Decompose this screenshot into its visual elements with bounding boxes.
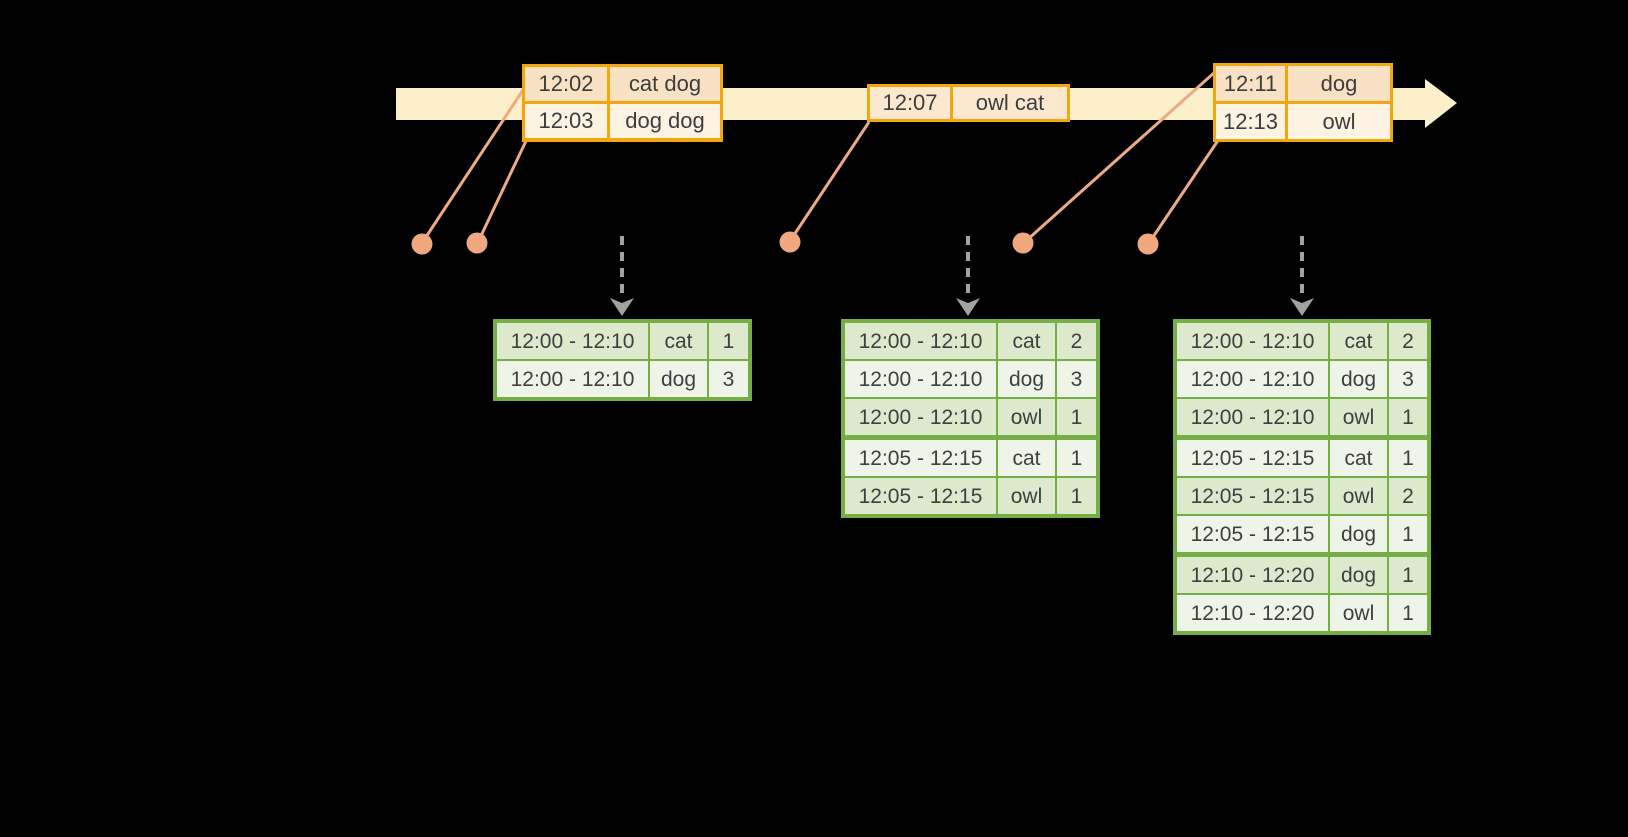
result-row: 12:05 - 12:15 cat 1	[845, 440, 1096, 476]
window-cell: 12:00 - 12:10	[845, 361, 996, 397]
event-words: owl	[1288, 104, 1390, 139]
word-cell: owl	[1330, 399, 1387, 435]
event-words: cat dog	[610, 67, 720, 101]
event-words: dog dog	[610, 104, 720, 138]
count-cell: 2	[1389, 478, 1427, 514]
connector-line-1202	[422, 89, 525, 241]
result-table-3: 12:00 - 12:10 cat 2 12:00 - 12:10 dog 3 …	[1173, 319, 1431, 635]
event-table-1211: 12:11 dog 12:13 owl	[1213, 63, 1393, 142]
window-cell: 12:00 - 12:10	[845, 399, 996, 435]
window-cell: 12:00 - 12:10	[497, 361, 648, 397]
result-table-1: 12:00 - 12:10 cat 1 12:00 - 12:10 dog 3	[493, 319, 752, 401]
count-cell: 2	[1057, 323, 1096, 359]
event-table-1207: 12:07 owl cat	[867, 84, 1070, 122]
count-cell: 3	[1389, 361, 1427, 397]
result-row: 12:10 - 12:20 dog 1	[1177, 557, 1427, 593]
result-row: 12:00 - 12:10 cat 2	[845, 323, 1096, 359]
result-row: 12:05 - 12:15 owl 1	[845, 478, 1096, 514]
result-row: 12:00 - 12:10 dog 3	[1177, 361, 1427, 397]
window-cell: 12:05 - 12:15	[845, 440, 996, 476]
word-cell: cat	[1330, 323, 1387, 359]
result-row: 12:05 - 12:15 cat 1	[1177, 440, 1427, 476]
timeline-arrowhead	[1425, 79, 1457, 128]
result-row: 12:05 - 12:15 dog 1	[1177, 516, 1427, 552]
count-cell: 1	[1057, 399, 1096, 435]
count-cell: 1	[1389, 595, 1427, 631]
connector-lines	[422, 70, 1221, 242]
count-cell: 1	[1057, 440, 1096, 476]
result-row: 12:00 - 12:10 owl 1	[845, 399, 1096, 435]
window-cell: 12:10 - 12:20	[1177, 557, 1328, 593]
result-row: 12:00 - 12:10 owl 1	[1177, 399, 1427, 435]
count-cell: 2	[1389, 323, 1427, 359]
word-cell: cat	[998, 323, 1055, 359]
word-cell: owl	[998, 399, 1055, 435]
window-cell: 12:05 - 12:15	[1177, 440, 1328, 476]
result-row: 12:10 - 12:20 owl 1	[1177, 595, 1427, 631]
event-dots	[411, 231, 1159, 255]
event-time: 12:02	[525, 67, 607, 101]
event-words: dog	[1288, 66, 1390, 101]
trigger-arrow-head-2	[956, 298, 980, 316]
connector-line-1203	[477, 140, 528, 241]
window-cell: 12:05 - 12:15	[845, 478, 996, 514]
trigger-arrow-head-1	[610, 298, 634, 316]
connector-line-1207	[790, 121, 871, 239]
window-cell: 12:00 - 12:10	[845, 323, 996, 359]
connector-line-1213	[1149, 138, 1221, 241]
window-cell: 12:00 - 12:10	[497, 323, 648, 359]
word-cell: dog	[1330, 516, 1387, 552]
result-table-2: 12:00 - 12:10 cat 2 12:00 - 12:10 dog 3 …	[841, 319, 1100, 518]
event-time: 12:13	[1216, 104, 1285, 139]
count-cell: 1	[1389, 440, 1427, 476]
word-cell: dog	[1330, 557, 1387, 593]
result-row: 12:00 - 12:10 dog 3	[497, 361, 748, 397]
count-cell: 3	[709, 361, 748, 397]
count-cell: 1	[1389, 516, 1427, 552]
window-cell: 12:10 - 12:20	[1177, 595, 1328, 631]
event-time: 12:03	[525, 104, 607, 138]
word-cell: dog	[1330, 361, 1387, 397]
window-cell: 12:00 - 12:10	[1177, 361, 1328, 397]
result-row: 12:00 - 12:10 cat 2	[1177, 323, 1427, 359]
word-cell: dog	[650, 361, 707, 397]
word-cell: owl	[1330, 595, 1387, 631]
count-cell: 1	[1389, 557, 1427, 593]
window-cell: 12:00 - 12:10	[1177, 399, 1328, 435]
trigger-arrow-head-3	[1290, 298, 1314, 316]
word-cell: cat	[1330, 440, 1387, 476]
event-dot-1207	[779, 231, 801, 253]
result-row: 12:05 - 12:15 owl 2	[1177, 478, 1427, 514]
event-time: 12:11	[1216, 66, 1285, 101]
count-cell: 3	[1057, 361, 1096, 397]
event-dot-1211	[1012, 232, 1034, 254]
window-cell: 12:05 - 12:15	[1177, 478, 1328, 514]
result-row: 12:00 - 12:10 dog 3	[845, 361, 1096, 397]
word-cell: dog	[998, 361, 1055, 397]
window-cell: 12:00 - 12:10	[1177, 323, 1328, 359]
result-row: 12:00 - 12:10 cat 1	[497, 323, 748, 359]
word-cell: cat	[998, 440, 1055, 476]
count-cell: 1	[1057, 478, 1096, 514]
word-cell: owl	[998, 478, 1055, 514]
event-dot-1202	[411, 233, 433, 255]
connector-line-1211	[1026, 70, 1216, 242]
count-cell: 1	[1389, 399, 1427, 435]
event-table-1202: 12:02 cat dog 12:03 dog dog	[522, 64, 723, 142]
trigger-arrows	[610, 236, 1314, 316]
count-cell: 1	[709, 323, 748, 359]
event-dot-1213	[1137, 233, 1159, 255]
event-words: owl cat	[953, 87, 1067, 119]
event-time: 12:07	[870, 87, 950, 119]
window-cell: 12:05 - 12:15	[1177, 516, 1328, 552]
event-dot-1203	[466, 232, 488, 254]
word-cell: owl	[1330, 478, 1387, 514]
word-cell: cat	[650, 323, 707, 359]
